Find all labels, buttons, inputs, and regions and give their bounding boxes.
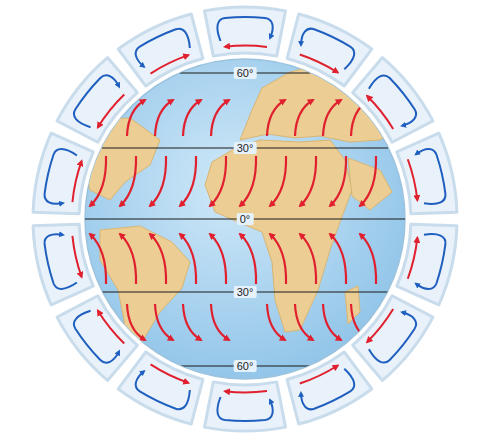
latitude-label: 30°: [234, 142, 257, 154]
latitude-label: 60°: [234, 360, 257, 372]
latitude-label: 60°: [234, 67, 257, 79]
latitude-label: 30°: [234, 286, 257, 298]
latitude-label: 0°: [237, 213, 254, 225]
